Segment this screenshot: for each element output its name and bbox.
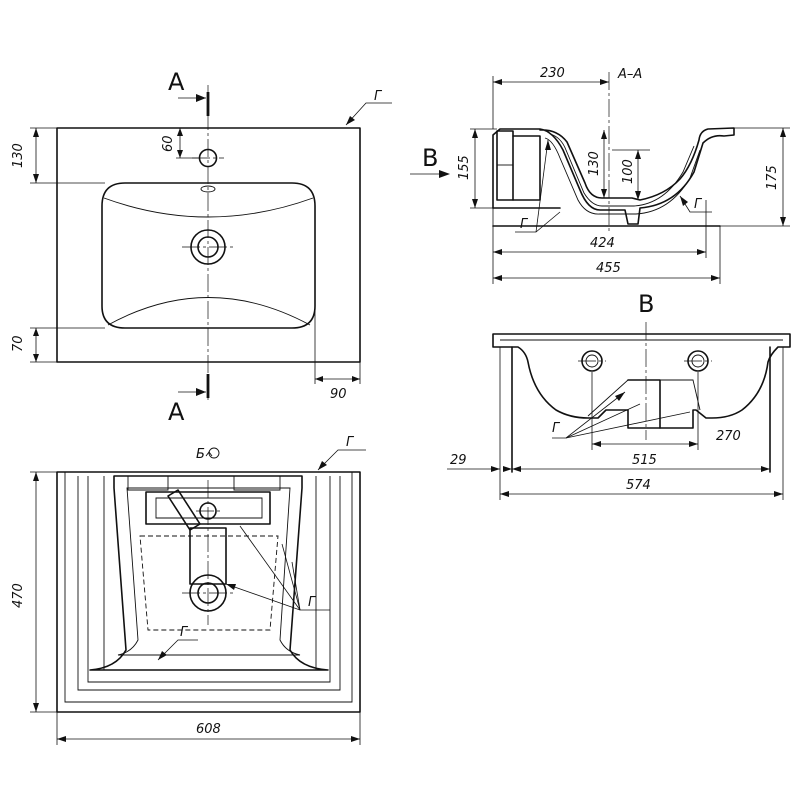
top-view: A A 130 60 70 90 Г bbox=[11, 68, 392, 426]
dim-455-arrow-a bbox=[493, 275, 502, 281]
dim-230-label: 230 bbox=[540, 66, 565, 81]
dim-155-label: 155 bbox=[457, 155, 472, 180]
section-leader-g-left-label: Г bbox=[520, 217, 529, 232]
dim-230-arrow-a bbox=[493, 79, 502, 85]
underside-outline bbox=[57, 472, 360, 712]
section-back-wall bbox=[513, 136, 540, 200]
underside-view: Б Г Г Г bbox=[11, 435, 366, 745]
dim-section-130-arrow-a bbox=[601, 130, 607, 139]
section-arrow-top-head bbox=[196, 94, 206, 102]
dim-608-arrow-b bbox=[351, 736, 360, 742]
section-arrow-bottom-head bbox=[196, 388, 206, 396]
underside-leader-g-top bbox=[318, 450, 366, 470]
dim-70-label: 70 bbox=[11, 335, 26, 352]
dim-90-arrow-a bbox=[315, 376, 323, 382]
dim-270-arrow-b bbox=[689, 441, 698, 447]
basin-lower-curve bbox=[108, 298, 310, 326]
view-b: B Г 270 515 29 bbox=[447, 290, 790, 500]
dim-608-label: 608 bbox=[196, 722, 221, 737]
dim-90-arrow-b bbox=[352, 376, 360, 382]
top-view-leader-g-label: Г bbox=[374, 89, 383, 104]
dim-515-arrow-b bbox=[761, 466, 770, 472]
dim-574-arrow-b bbox=[774, 491, 783, 497]
dim-470-arrow-b bbox=[33, 703, 39, 712]
dim-470-label: 470 bbox=[11, 583, 26, 608]
dim-608-arrow-a bbox=[57, 736, 66, 742]
basin-bowl-outline bbox=[102, 183, 315, 328]
section-mark-bottom: A bbox=[168, 398, 185, 426]
dim-515-label: 515 bbox=[632, 453, 657, 468]
underside-leader-g-top-label: Г bbox=[346, 435, 355, 450]
dim-section-130-label: 130 bbox=[587, 151, 602, 176]
dim-70-arrow-b bbox=[33, 354, 39, 362]
dim-100-arrow-a bbox=[635, 150, 641, 159]
dim-60-label: 60 bbox=[161, 135, 176, 152]
dim-455-arrow-b bbox=[711, 275, 720, 281]
dim-130-arrow-a bbox=[33, 128, 39, 137]
underside-title: Б bbox=[196, 447, 205, 462]
section-leader-g-left-2 bbox=[536, 140, 548, 232]
dim-424-arrow-b bbox=[697, 249, 706, 255]
dim-270-label: 270 bbox=[716, 429, 741, 444]
view-arrow-label: B bbox=[422, 144, 438, 172]
dim-424-label: 424 bbox=[590, 236, 615, 251]
basin-upper-curve bbox=[104, 198, 313, 217]
dim-130-arrow-b bbox=[33, 174, 39, 183]
dim-100-label: 100 bbox=[621, 159, 636, 184]
dim-section-130-arrow-b bbox=[601, 189, 607, 198]
underside-leader-g-bottom-label: Г bbox=[180, 625, 189, 640]
dim-60-arrow-a bbox=[177, 128, 183, 136]
dim-175-arrow-b bbox=[780, 217, 786, 226]
dim-515-arrow-a bbox=[512, 466, 521, 472]
underside-frame-3 bbox=[88, 476, 330, 682]
dim-175-arrow-a bbox=[780, 128, 786, 137]
underside-rotation-icon bbox=[209, 448, 219, 458]
dim-155-arrow-b bbox=[472, 199, 478, 208]
dim-574-label: 574 bbox=[626, 478, 651, 493]
dim-470-arrow-a bbox=[33, 472, 39, 481]
section-view: B A–A 230 155 130 100 175 bbox=[410, 66, 790, 284]
section-mark-top: A bbox=[168, 68, 185, 96]
dim-175-label: 175 bbox=[765, 165, 780, 190]
underside-leader-g-bottom bbox=[158, 640, 198, 660]
view-b-drain-box bbox=[628, 380, 660, 428]
view-b-leader-g-head bbox=[615, 392, 625, 401]
dim-60-arrow-b bbox=[177, 150, 183, 158]
view-arrow-head bbox=[439, 170, 450, 178]
dim-270-arrow-a bbox=[592, 441, 601, 447]
view-b-leader-g-label: Г bbox=[552, 421, 561, 436]
top-view-leader-g bbox=[346, 103, 392, 125]
dim-574-arrow-a bbox=[500, 491, 509, 497]
dim-90-label: 90 bbox=[330, 387, 347, 402]
underside-body-outline bbox=[90, 476, 328, 670]
dim-130-label: 130 bbox=[11, 143, 26, 168]
dim-29-label: 29 bbox=[450, 453, 467, 468]
section-leader-g-right-label: Г bbox=[694, 197, 703, 212]
section-title: A–A bbox=[617, 67, 642, 82]
dim-230-arrow-b bbox=[600, 79, 609, 85]
underside-leader-g-right-head bbox=[226, 584, 236, 590]
section-leader-g-right-head bbox=[680, 196, 688, 206]
section-flange bbox=[497, 131, 513, 200]
dim-29-arrow-b bbox=[503, 466, 512, 472]
dim-424-arrow-a bbox=[493, 249, 502, 255]
dim-70-arrow-a bbox=[33, 328, 39, 336]
dim-455-label: 455 bbox=[596, 261, 621, 276]
underside-leader-g-right-4 bbox=[240, 526, 300, 610]
view-b-outline bbox=[493, 334, 790, 428]
top-view-leader-g-head bbox=[346, 116, 355, 125]
underside-frame-1 bbox=[65, 472, 352, 702]
dim-29-arrow-a bbox=[491, 466, 500, 472]
dim-155-arrow-a bbox=[472, 129, 478, 138]
view-b-title: B bbox=[638, 290, 654, 318]
